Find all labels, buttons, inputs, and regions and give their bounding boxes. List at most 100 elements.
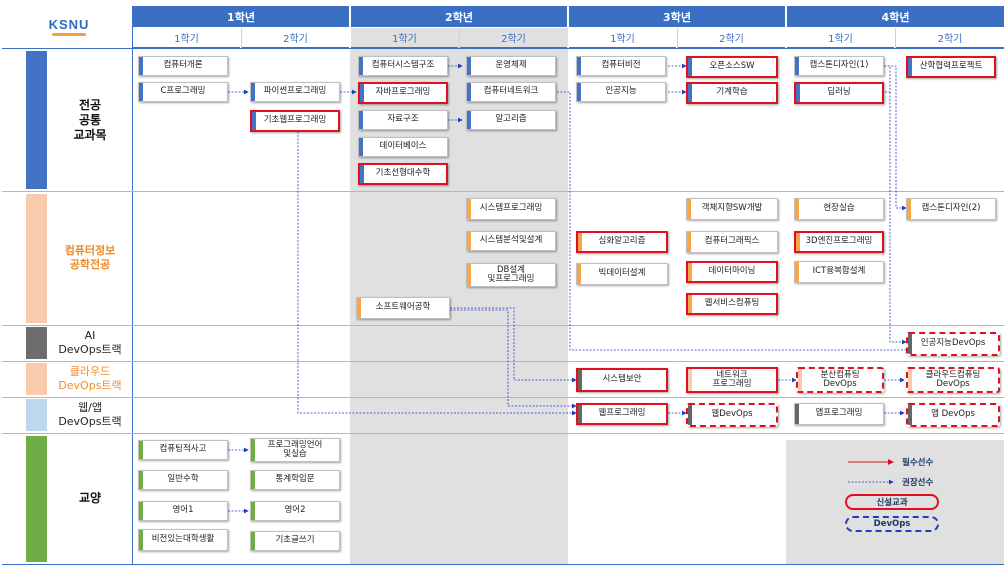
course-box[interactable]: 컴퓨터개론: [138, 56, 228, 76]
legend-new-course: 신설교과: [845, 494, 939, 510]
course-box[interactable]: 웹프로그래밍: [576, 403, 668, 425]
row-divider: [2, 433, 1004, 434]
course-box[interactable]: 기계학습: [686, 82, 778, 104]
course-box[interactable]: 영어1: [138, 501, 228, 521]
semester-header: 2학기: [242, 28, 349, 48]
course-box[interactable]: 통계학입문: [250, 470, 340, 490]
course-box[interactable]: 산학협력프로젝트: [906, 56, 996, 78]
course-box[interactable]: 3D엔진프로그래밍: [794, 231, 884, 253]
row-divider: [2, 325, 1004, 326]
course-box[interactable]: 시스템프로그래밍: [466, 198, 556, 220]
column-divider: [350, 6, 351, 48]
course-box[interactable]: 컴퓨팅적사고: [138, 440, 228, 460]
course-box[interactable]: 파이썬프로그래밍: [250, 82, 340, 102]
course-box[interactable]: 오픈소스SW: [686, 56, 778, 78]
course-box[interactable]: 인공지능: [576, 82, 666, 102]
course-box[interactable]: 클라우드컴퓨팅 DevOps: [906, 367, 1000, 393]
year4-shade: [786, 440, 1004, 564]
course-box[interactable]: 일반수학: [138, 470, 228, 490]
column-divider: [568, 6, 569, 48]
course-box[interactable]: 데이터마이닝: [686, 261, 778, 283]
course-box[interactable]: 비전있는대학생활: [138, 529, 228, 551]
semester-header: 1학기: [569, 28, 676, 48]
course-box[interactable]: 자료구조: [358, 110, 448, 130]
row-label-ai: AI DevOps트랙: [58, 329, 122, 356]
row-label-cloud: 클라우드 DevOps트랙: [58, 365, 122, 392]
row-divider: [2, 397, 1004, 398]
course-box[interactable]: 딥러닝: [794, 82, 884, 104]
column-divider: [895, 28, 896, 48]
course-box[interactable]: 웹서비스컴퓨팅: [686, 293, 778, 315]
row-label-common: 전공 공통 교과목: [73, 97, 107, 142]
link-se-web: [450, 309, 577, 409]
course-box[interactable]: 캡스톤디자인(2): [906, 198, 996, 220]
course-box[interactable]: 빅데이터설계: [576, 263, 668, 285]
course-box[interactable]: C프로그래밍: [138, 82, 228, 102]
column-divider: [459, 28, 460, 48]
course-box[interactable]: 현장실습: [794, 198, 884, 220]
course-box[interactable]: 소프트웨어공학: [356, 297, 450, 319]
row-label-web: 웹/앱 DevOps트랙: [58, 401, 122, 428]
course-box[interactable]: 앱 DevOps: [906, 403, 1000, 427]
course-box[interactable]: 분산컴퓨팅 DevOps: [796, 367, 884, 393]
logo-text: KSNU: [48, 16, 90, 32]
course-box[interactable]: 앱프로그래밍: [794, 403, 884, 425]
course-box[interactable]: 심화알고리즘: [576, 231, 668, 253]
column-divider: [786, 6, 787, 48]
legend-devops: DevOps: [845, 516, 939, 532]
course-box[interactable]: 캡스톤디자인(1): [794, 56, 884, 76]
course-box[interactable]: 컴퓨터그래픽스: [686, 231, 778, 253]
course-box[interactable]: 자바프로그래밍: [358, 82, 448, 104]
link-se-sec: [450, 307, 577, 383]
row-divider: [2, 191, 1004, 192]
course-box[interactable]: 데이터베이스: [358, 137, 448, 157]
course-box[interactable]: 웹DevOps: [686, 403, 778, 427]
course-box[interactable]: 시스템보안: [576, 368, 668, 392]
semester-header: 1학기: [351, 28, 458, 48]
course-box[interactable]: 알고리즘: [466, 110, 556, 130]
year-header-3: 3학년: [569, 6, 785, 27]
course-box[interactable]: 네트워크 프로그래밍: [686, 367, 778, 393]
row-bar-ai: [26, 327, 47, 359]
row-label-liberal: 교양: [78, 490, 102, 505]
course-box[interactable]: ICT융복합설계: [794, 261, 884, 283]
row-divider: [2, 361, 1004, 362]
legend-required-label: 필수선수: [902, 458, 934, 468]
course-box[interactable]: 운영체제: [466, 56, 556, 76]
course-box[interactable]: 컴퓨터네트워크: [466, 82, 556, 102]
row-divider: [2, 48, 1004, 49]
course-box[interactable]: 영어2: [250, 501, 340, 521]
course-box[interactable]: 기초글쓰기: [250, 531, 340, 551]
semester-header: 2학기: [460, 28, 567, 48]
row-bar-cloud: [26, 363, 47, 395]
course-box[interactable]: 기초선형대수학: [358, 163, 448, 185]
semester-header: 1학기: [787, 28, 894, 48]
row-label-cse: 컴퓨터정보 공학전공: [64, 244, 116, 271]
link-cap1-cap2: [884, 65, 907, 211]
row-bar-common: [26, 51, 47, 189]
ksnu-logo: KSNU: [8, 8, 130, 46]
row-bar-cse: [26, 194, 47, 323]
link-cap1-ai: [889, 92, 907, 345]
column-divider: [241, 28, 242, 48]
year-header-4: 4학년: [787, 6, 1004, 27]
course-box[interactable]: 컴퓨터시스템구조: [358, 56, 448, 76]
course-box[interactable]: 컴퓨터비전: [576, 56, 666, 76]
course-box[interactable]: 객체지향SW개발: [686, 198, 778, 220]
column-divider: [132, 6, 133, 564]
semester-header: 1학기: [133, 28, 240, 48]
course-box[interactable]: 인공지능DevOps: [906, 332, 1000, 356]
course-box[interactable]: DB설계 및프로그래밍: [466, 263, 556, 287]
logo-underline: [52, 32, 86, 36]
row-bar-liberal: [26, 436, 47, 562]
course-box[interactable]: 프로그래밍언어 및실습: [250, 438, 340, 462]
course-box[interactable]: 시스템분석및설계: [466, 231, 556, 251]
semester-header: 2학기: [896, 28, 1004, 48]
course-box[interactable]: 기초웹프로그래밍: [250, 110, 340, 132]
link-webbasic-web: [297, 128, 577, 416]
column-divider: [677, 28, 678, 48]
legend-recommended-label: 권장선수: [902, 478, 934, 488]
year-header-2: 2학년: [351, 6, 567, 27]
year-header-1: 1학년: [133, 6, 349, 27]
